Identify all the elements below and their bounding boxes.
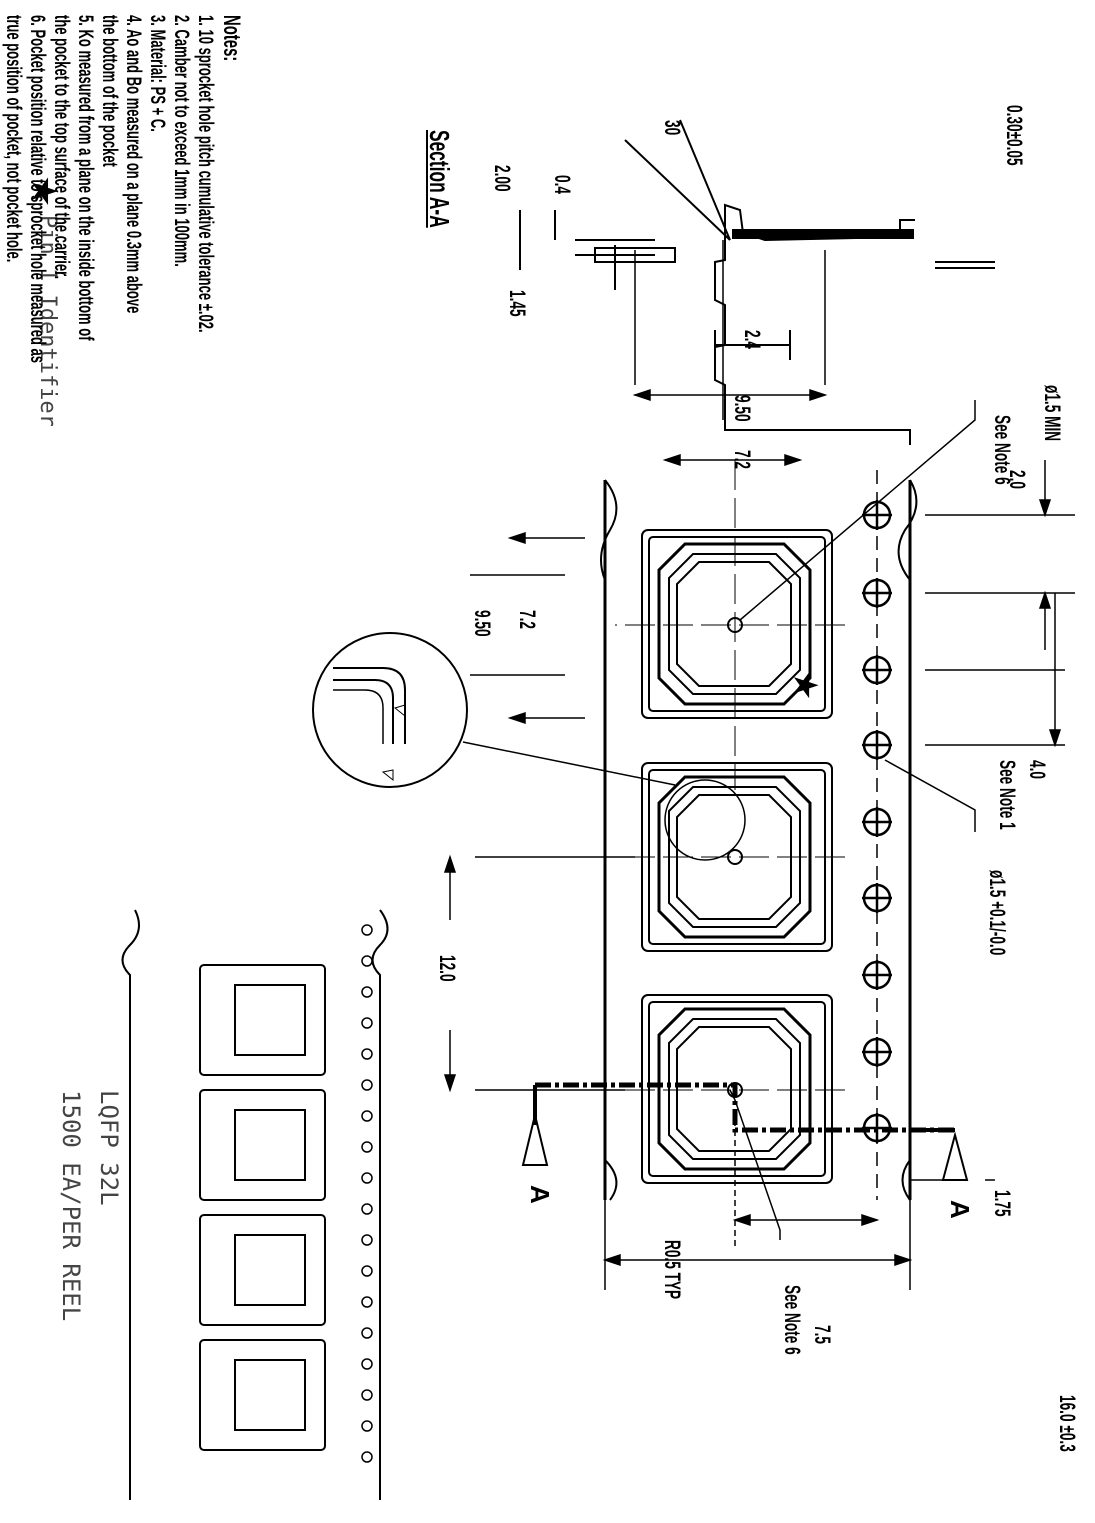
section-title: Section A-A — [424, 130, 455, 228]
f-label: 7.5 — [810, 1325, 835, 1344]
e-label: 1.75 — [990, 1190, 1015, 1217]
reel-chip-1 — [199, 964, 326, 1076]
reel-quantity: 1500 EA/PER REEL — [57, 1090, 85, 1322]
depth-label: 2.00 — [490, 165, 515, 192]
pocket-outer-h: 9.50 — [470, 610, 495, 637]
p0-label: 4.0 — [1025, 760, 1050, 779]
pin1-symbol: ★ — [24, 175, 65, 208]
section-a-left: A — [525, 1185, 555, 1204]
hole-min-label: ø1.5 MIN — [1040, 385, 1065, 442]
section-a-right: A — [945, 1200, 975, 1219]
pocket-inner-h: 7.2 — [515, 610, 540, 629]
reel-chip-3 — [199, 1214, 326, 1326]
reel-chip-2 — [199, 1089, 326, 1201]
sprocket-hole-label: ø1.5 +0.1/-0.0 — [985, 870, 1010, 956]
see-note-1: See Note 1 — [995, 760, 1020, 830]
p2-label: 2.0 — [1005, 470, 1030, 489]
pocket-3 — [615, 994, 845, 1184]
depth-top-label: 0.4 — [550, 175, 575, 194]
see-note-6-b: See Note 6 — [780, 1285, 805, 1355]
section-cut-line — [533, 1082, 955, 1133]
pitch-label: 12.0 — [435, 955, 460, 982]
hole-label: 2.4 — [740, 330, 765, 349]
angle-label: 30 — [660, 120, 685, 136]
pocket-1 — [615, 460, 845, 790]
pocket-2 — [615, 762, 845, 952]
pocket-inner-w: 7.2 — [730, 450, 755, 469]
section-profile — [519, 119, 995, 445]
reel-package: LQFP 32L — [95, 1090, 123, 1206]
k-label: 1.45 — [505, 290, 530, 317]
reel-chip-4 — [199, 1339, 326, 1451]
pocket-outer-w: 9.50 — [730, 395, 755, 422]
carrier-tape — [600, 479, 918, 1201]
radius-label: R0.5 TYP — [660, 1240, 685, 1300]
section-thickness-label: 0.30±0.05 — [1002, 105, 1027, 166]
width-label: 16.0 ±0.3 — [1055, 1395, 1080, 1452]
sprocket-holes — [862, 470, 892, 1200]
tape-dimensions — [443, 250, 1075, 1290]
pin1-label: Pin 1 Identifier — [35, 215, 60, 427]
reel-strip — [121, 909, 389, 1500]
detail-view — [312, 632, 676, 788]
